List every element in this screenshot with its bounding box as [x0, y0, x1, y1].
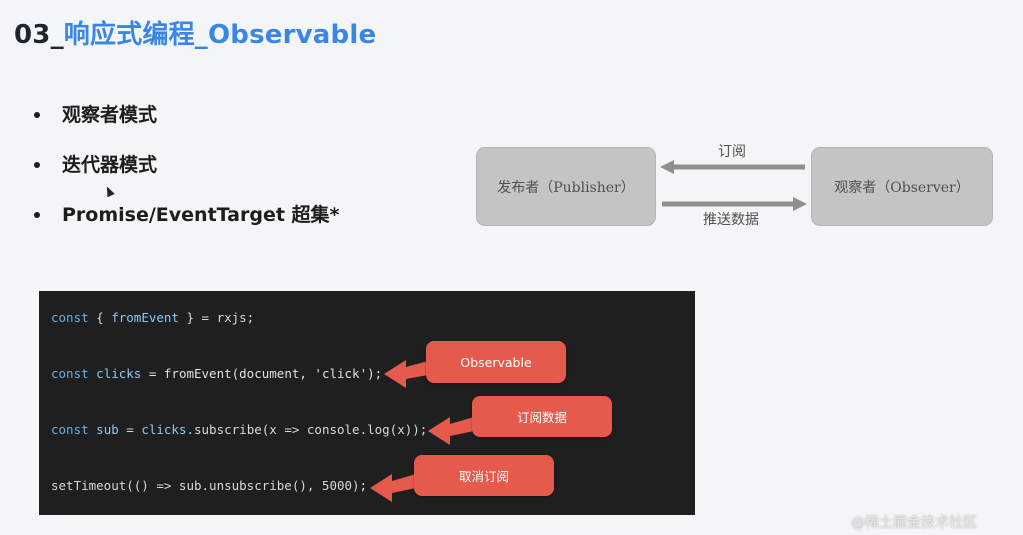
watermark: @稀土掘金技术社区	[851, 515, 977, 531]
page-title: 03_响应式编程_Observable	[14, 14, 376, 51]
callout-arrow-subscribe	[428, 417, 474, 445]
callout-arrow-observable	[384, 360, 428, 388]
bullet-list: 观察者模式 迭代器模式 Promise/EventTarget 超集*	[34, 97, 339, 247]
callout-observable: Observable	[426, 341, 566, 383]
bullet-promise-superset: Promise/EventTarget 超集*	[34, 197, 339, 247]
callout-unsubscribe: 取消订阅	[414, 455, 554, 496]
push-data-arrow	[662, 197, 807, 211]
callout-arrow-unsubscribe	[370, 474, 416, 502]
observer-box: 观察者（Observer）	[811, 147, 993, 226]
code-line-clicks: const clicks = fromEvent(document, 'clic…	[51, 366, 383, 381]
callout-subscribe-data: 订阅数据	[472, 396, 612, 437]
subscribe-arrow	[660, 160, 805, 174]
title-text: 响应式编程_Observable	[63, 20, 377, 50]
code-line-subscribe: const sub = clicks.subscribe(x => consol…	[51, 422, 428, 437]
code-line-unsubscribe: setTimeout(() => sub.unsubscribe(), 5000…	[51, 478, 368, 493]
publisher-label: 发布者（Publisher）	[497, 179, 635, 196]
bullet-iterator-pattern: 迭代器模式	[34, 147, 339, 197]
bullet-observer-pattern: 观察者模式	[34, 97, 339, 147]
title-number: 03_	[14, 20, 64, 50]
publisher-box: 发布者（Publisher）	[476, 147, 656, 226]
subscribe-arrow-label: 订阅	[718, 144, 746, 160]
push-data-arrow-label: 推送数据	[703, 212, 759, 228]
observer-label: 观察者（Observer）	[834, 179, 970, 196]
code-line-import: const { fromEvent } = rxjs;	[51, 310, 255, 325]
